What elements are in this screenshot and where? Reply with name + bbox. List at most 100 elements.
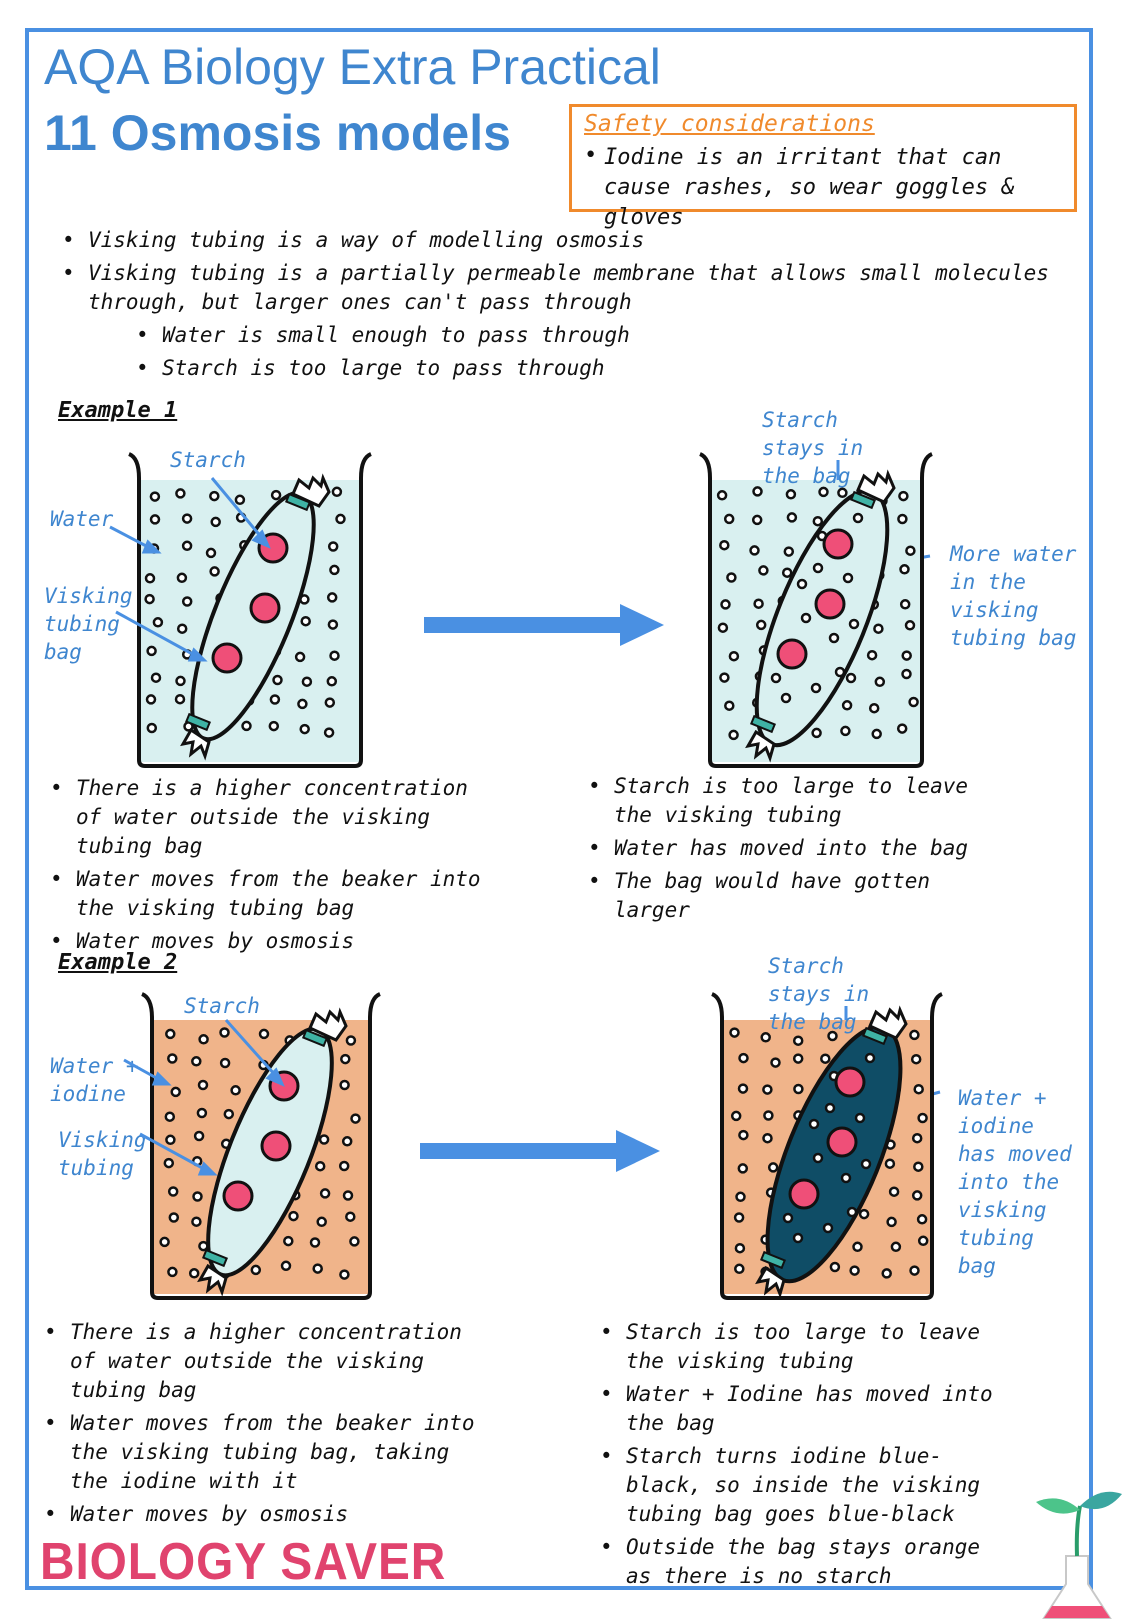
beaker-after-1 bbox=[699, 452, 933, 768]
molecule bbox=[314, 1160, 326, 1172]
page-subtitle: 11 Osmosis models bbox=[44, 105, 511, 161]
molecule bbox=[792, 1035, 804, 1046]
molecule bbox=[167, 1186, 179, 1197]
molecule bbox=[734, 1242, 746, 1254]
molecule bbox=[884, 1158, 896, 1169]
molecule bbox=[888, 1186, 900, 1197]
label-water: Water bbox=[50, 507, 114, 531]
molecule bbox=[205, 547, 217, 559]
molecule bbox=[783, 546, 795, 557]
list-item: Outside the bag stays orange as there is… bbox=[596, 1533, 1016, 1591]
molecule bbox=[849, 1265, 860, 1276]
safety-title: Safety considerations bbox=[584, 111, 875, 137]
molecule bbox=[840, 1172, 852, 1184]
molecule bbox=[854, 1112, 866, 1124]
molecule bbox=[294, 651, 306, 663]
molecule bbox=[197, 1079, 209, 1091]
molecule bbox=[309, 1237, 321, 1248]
molecule bbox=[737, 1163, 749, 1174]
starch-molecules bbox=[776, 528, 854, 670]
safety-text: Iodine is an irritant that can cause ras… bbox=[604, 145, 1015, 230]
molecule bbox=[268, 720, 280, 732]
molecule bbox=[752, 486, 763, 497]
molecule bbox=[150, 672, 162, 683]
molecule bbox=[149, 491, 161, 502]
molecule bbox=[145, 694, 157, 705]
molecule bbox=[898, 490, 909, 502]
molecule bbox=[871, 728, 882, 740]
molecule bbox=[198, 1034, 209, 1045]
molecule bbox=[827, 1030, 838, 1042]
molecule bbox=[719, 539, 730, 551]
label-starch: Starch bbox=[184, 994, 260, 1018]
molecule bbox=[730, 1110, 742, 1122]
molecule bbox=[300, 615, 311, 627]
molecule bbox=[812, 515, 824, 527]
molecule bbox=[904, 620, 916, 631]
molecule bbox=[297, 698, 308, 710]
molecule bbox=[909, 1265, 920, 1276]
molecule bbox=[258, 1028, 270, 1040]
molecule bbox=[728, 729, 739, 741]
molecule bbox=[340, 1053, 351, 1065]
molecule bbox=[911, 1190, 923, 1201]
molecule bbox=[845, 672, 857, 684]
molecule bbox=[726, 572, 737, 583]
molecule bbox=[144, 593, 155, 605]
molecule bbox=[786, 512, 798, 523]
molecule bbox=[316, 1216, 327, 1228]
molecule bbox=[209, 490, 220, 502]
example1-left-list: There is a higher concentration of water… bbox=[46, 774, 486, 960]
visking-bag bbox=[197, 1007, 348, 1297]
label-starch-stays: Starch stays in the bag bbox=[768, 954, 870, 1034]
molecule bbox=[163, 1157, 175, 1169]
molecule bbox=[724, 700, 735, 711]
molecule bbox=[168, 1212, 180, 1223]
list-item: The bag would have gotten larger bbox=[584, 867, 1004, 925]
molecule bbox=[345, 1211, 356, 1222]
arrow-right-1 bbox=[424, 604, 664, 646]
intro-subitem: Water is small enough to pass through bbox=[132, 321, 1058, 350]
molecule bbox=[860, 1158, 872, 1170]
molecule bbox=[342, 1190, 354, 1201]
visking-bag bbox=[745, 469, 896, 763]
molecule bbox=[350, 1113, 361, 1124]
molecule bbox=[192, 1191, 203, 1202]
molecule bbox=[165, 1028, 176, 1040]
list-item: Water moves from the beaker into the vis… bbox=[46, 865, 486, 923]
molecule bbox=[864, 1052, 876, 1064]
molecule bbox=[770, 1057, 781, 1068]
molecule bbox=[792, 1232, 804, 1244]
molecule bbox=[763, 1110, 774, 1121]
molecule bbox=[250, 1264, 262, 1276]
molecule bbox=[720, 599, 731, 610]
molecule bbox=[749, 545, 760, 556]
molecule bbox=[219, 1057, 231, 1069]
molecule bbox=[175, 488, 186, 499]
molecule bbox=[737, 1083, 749, 1094]
molecule bbox=[852, 1241, 863, 1253]
molecule bbox=[913, 1161, 924, 1172]
molecule bbox=[272, 674, 283, 686]
molecule bbox=[852, 512, 864, 524]
visking-bag bbox=[755, 1005, 908, 1299]
molecule bbox=[866, 649, 878, 661]
molecule bbox=[319, 1188, 331, 1199]
molecule bbox=[899, 599, 911, 610]
molecule bbox=[738, 1052, 749, 1064]
molecule bbox=[299, 723, 310, 735]
molecule bbox=[717, 622, 729, 633]
molecule bbox=[188, 1268, 200, 1279]
molecule bbox=[318, 1134, 330, 1145]
molecule bbox=[345, 1035, 357, 1046]
molecule bbox=[327, 619, 339, 630]
molecule bbox=[842, 572, 854, 584]
molecule bbox=[899, 564, 910, 575]
molecule bbox=[874, 676, 886, 688]
molecule bbox=[811, 727, 822, 739]
example2-label: Example 2 bbox=[58, 950, 178, 975]
molecule bbox=[753, 598, 764, 609]
molecule bbox=[223, 1108, 235, 1120]
molecule bbox=[760, 1032, 771, 1043]
molecule bbox=[812, 1152, 824, 1164]
